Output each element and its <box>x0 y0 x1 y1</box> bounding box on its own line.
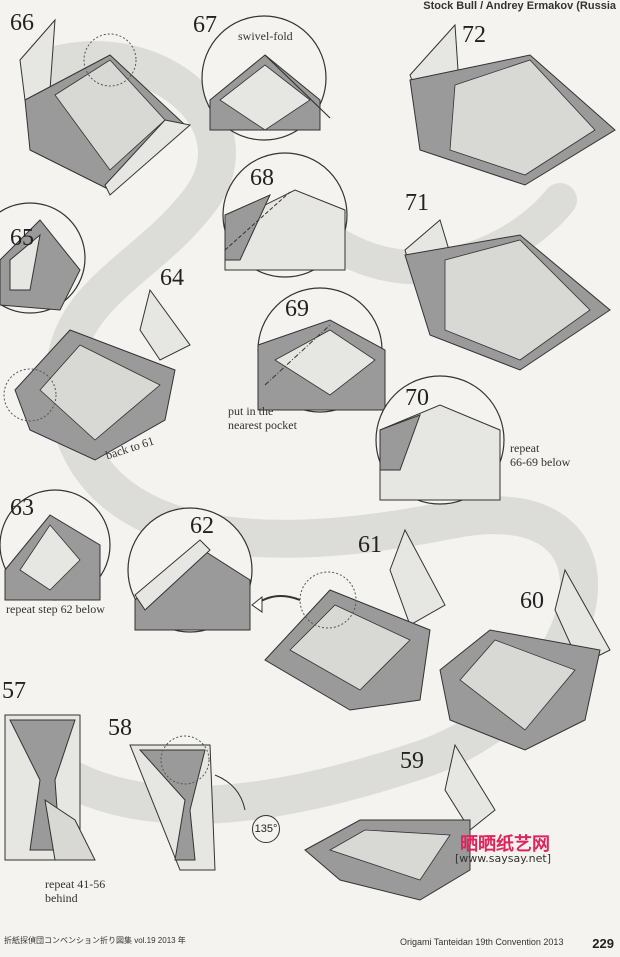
step-number-70: 70 <box>405 385 429 411</box>
step-number-58: 58 <box>108 715 132 741</box>
caption-repeat-62: repeat step 62 below <box>6 602 105 616</box>
step-62-figure <box>127 507 253 633</box>
footer-left: 折紙探偵団コンベンション折り図集 vol.19 2013 年 <box>4 936 186 945</box>
watermark-url: [www.saysay.net] <box>455 852 552 865</box>
step-66-figure <box>19 18 192 196</box>
step-68-figure <box>222 152 348 278</box>
page-number: 229 <box>592 936 614 951</box>
step-number-64: 64 <box>160 265 184 291</box>
step-number-63: 63 <box>10 495 34 521</box>
step-number-57: 57 <box>2 678 26 704</box>
step-57-figure <box>4 714 96 861</box>
caption-repeat-41-2: behind <box>45 891 78 905</box>
step-number-66: 66 <box>10 10 34 36</box>
step-67-figure <box>201 15 331 141</box>
step-64-figure <box>3 288 191 461</box>
step-69-figure <box>257 287 386 413</box>
step-59-figure <box>304 743 496 901</box>
caption-swivel-fold: swivel-fold <box>238 29 293 43</box>
caption-repeat-66-1: repeat <box>510 441 540 455</box>
step-71-figure <box>404 219 611 371</box>
header-credit: Stock Bull / Andrey Ermakov (Russia <box>423 0 616 12</box>
step-number-68: 68 <box>250 165 274 191</box>
caption-repeat-66-2: 66-69 below <box>510 455 571 469</box>
step-number-60: 60 <box>520 588 544 614</box>
step-number-71: 71 <box>405 190 429 216</box>
step-number-59: 59 <box>400 748 424 774</box>
angle-badge: 135° <box>252 815 280 843</box>
caption-pocket-1: put in the <box>228 404 274 418</box>
step-number-69: 69 <box>285 296 309 322</box>
footer-right: Origami Tanteidan 19th Convention 2013 <box>400 937 564 947</box>
caption-pocket-2: nearest pocket <box>228 418 297 432</box>
caption-repeat-41-1: repeat 41-56 <box>45 877 106 891</box>
step-number-61: 61 <box>358 532 382 558</box>
step-61-figure <box>264 528 446 711</box>
step-number-72: 72 <box>462 22 486 48</box>
step-65-figure <box>0 202 86 314</box>
step-number-62: 62 <box>190 513 214 539</box>
step-number-67: 67 <box>193 12 217 38</box>
step-number-65: 65 <box>10 225 34 251</box>
step-72-figure <box>409 23 616 186</box>
step-70-figure <box>375 375 505 505</box>
step-60-figure <box>439 568 611 751</box>
background-ribbon <box>21 41 599 824</box>
watermark-title: 晒晒纸艺网 <box>460 834 550 855</box>
step-58-figure <box>129 735 246 871</box>
step-63-figure <box>0 489 111 601</box>
